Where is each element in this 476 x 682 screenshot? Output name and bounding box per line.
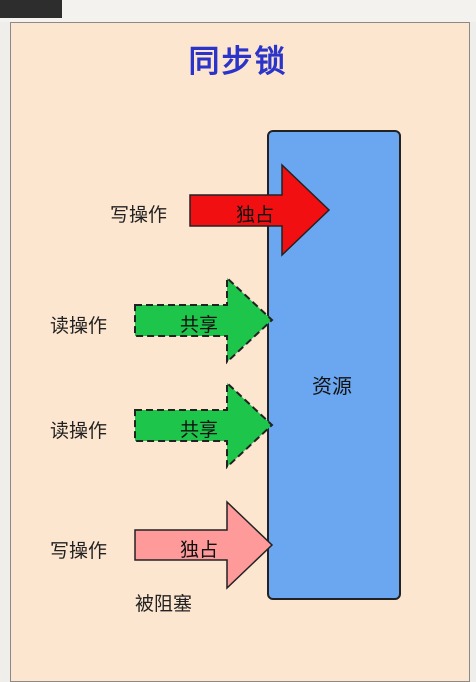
write-operation-label-2: 写操作 bbox=[50, 540, 108, 562]
read-arrow-shared-1 bbox=[134, 275, 274, 365]
exclusive-label-2: 独占 bbox=[180, 539, 219, 561]
shared-label-2: 共享 bbox=[180, 419, 219, 441]
write-operation-label-1: 写操作 bbox=[110, 204, 168, 226]
resource-label: 资源 bbox=[312, 374, 352, 398]
resource-block bbox=[267, 130, 401, 600]
blocked-note: 被阻塞 bbox=[135, 593, 193, 615]
top-dark-bar bbox=[0, 0, 62, 18]
read-arrow-shared-2 bbox=[134, 380, 274, 470]
read-operation-label-1: 读操作 bbox=[50, 315, 108, 337]
write-arrow-exclusive bbox=[189, 163, 331, 257]
shared-label-1: 共享 bbox=[180, 314, 219, 336]
write-arrow-blocked bbox=[134, 500, 274, 590]
exclusive-label-1: 独占 bbox=[236, 204, 275, 226]
top-strip bbox=[0, 0, 476, 22]
diagram-title: 同步锁 bbox=[188, 44, 288, 80]
diagram-canvas bbox=[134, 130, 401, 600]
read-operation-label-2: 读操作 bbox=[50, 420, 108, 442]
